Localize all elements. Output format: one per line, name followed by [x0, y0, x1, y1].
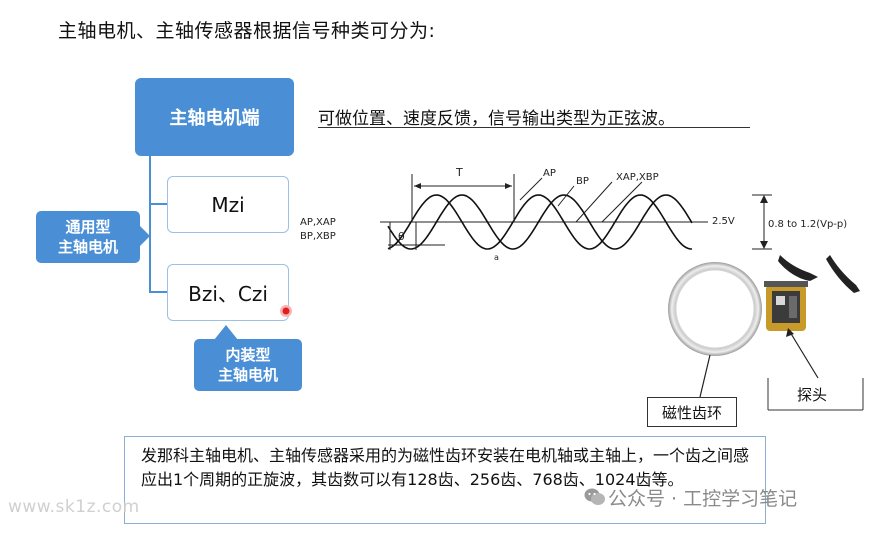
callout-builtin-type: 内装型 主轴电机 — [194, 339, 302, 391]
probe-label: 探头 — [797, 386, 828, 404]
callout-general-type: 通用型 主轴电机 — [36, 211, 140, 263]
offset-voltage-label: 2.5V — [712, 216, 735, 227]
magnetic-ring-label: 磁性齿环 — [647, 397, 737, 427]
watermark-right: 公众号 · 工控学习笔记 — [608, 488, 798, 510]
phase-label: θ — [398, 230, 405, 243]
probe-icon — [764, 255, 860, 331]
tree-root-spindle-motor-end: 主轴电机端 — [135, 78, 294, 156]
sine-signal-diagram — [380, 174, 772, 250]
ap-label: AP — [543, 168, 556, 179]
xap-xbp-label: XAP,XBP — [616, 172, 659, 183]
description-underline — [318, 127, 750, 128]
left-label-ap-xap: AP,XAP — [300, 217, 336, 228]
a-label: a — [494, 253, 499, 262]
callout-builtin-pointer — [214, 325, 238, 340]
callout-general-line2: 主轴电机 — [57, 238, 118, 256]
callout-general-line1: 通用型 — [65, 218, 111, 236]
bottom-note-box — [124, 436, 766, 524]
bp-label: BP — [576, 176, 589, 187]
tree-node-mzi: Mzi — [167, 176, 289, 233]
wechat-icon — [584, 488, 605, 505]
bottom-note-text: 发那科主轴电机、主轴传感器采用的为磁性齿环安装在电机轴或主轴上，一个齿之间感应出… — [141, 446, 750, 489]
period-label: T — [456, 166, 463, 179]
sine-wave-ap — [387, 194, 693, 250]
left-label-bp-xbp: BP,XBP — [300, 231, 336, 242]
tree-node-bzi-czi: Bzi、Czi — [167, 264, 289, 321]
amplitude-label: 0.8 to 1.2(Vp-p) — [768, 219, 848, 230]
watermark-left: www.sk1z.com — [8, 497, 140, 517]
sine-wave-bp — [387, 194, 693, 250]
callout-builtin-line1: 内装型 — [225, 346, 271, 364]
page-title: 主轴电机、主轴传感器根据信号种类可分为: — [58, 20, 436, 42]
sensor-photo — [668, 255, 860, 356]
callout-builtin-line2: 主轴电机 — [217, 366, 278, 384]
red-marker-icon — [280, 305, 292, 317]
callout-general-pointer — [138, 224, 150, 248]
feedback-description: 可做位置、速度反馈，信号输出类型为正弦波。 — [318, 109, 675, 129]
